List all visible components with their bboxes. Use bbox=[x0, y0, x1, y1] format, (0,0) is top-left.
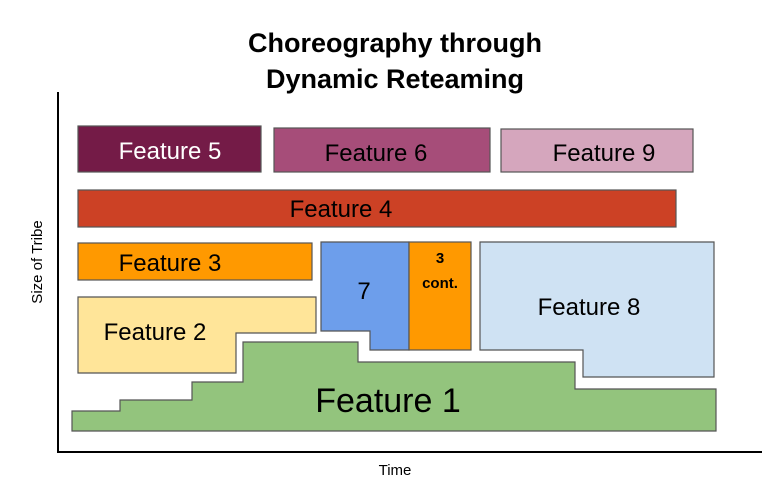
feature-1-label: Feature 1 bbox=[315, 382, 461, 420]
feature-8-block bbox=[479, 241, 715, 378]
feature-3-block bbox=[77, 242, 313, 281]
feature-6-block bbox=[273, 127, 491, 173]
diagram-title-line2: Dynamic Reteaming bbox=[266, 64, 524, 94]
feature-8-label: Feature 8 bbox=[538, 294, 641, 321]
feature-3-cont-block bbox=[408, 241, 472, 351]
feature-9-block bbox=[500, 128, 694, 173]
feature-3-label: Feature 3 bbox=[119, 250, 222, 277]
diagram-title-line1: Choreography through bbox=[248, 28, 542, 58]
feature-3-cont-label-line1: 3 bbox=[436, 250, 444, 267]
feature-3-cont-label-line2: cont. bbox=[422, 275, 458, 292]
feature-2-block bbox=[77, 296, 317, 374]
feature-4-block bbox=[77, 189, 677, 228]
y-axis-label: Size of Tribe bbox=[29, 220, 46, 303]
feature-2-label: Feature 2 bbox=[104, 319, 207, 346]
x-axis-label: Time bbox=[379, 462, 412, 479]
feature-4-label: Feature 4 bbox=[290, 196, 393, 223]
feature-5-label: Feature 5 bbox=[119, 138, 222, 165]
feature-1-block bbox=[71, 341, 717, 432]
feature-5-block bbox=[77, 125, 262, 173]
feature-6-label: Feature 6 bbox=[325, 140, 428, 167]
feature-7-label: 7 bbox=[357, 278, 370, 305]
feature-9-label: Feature 9 bbox=[553, 140, 656, 167]
